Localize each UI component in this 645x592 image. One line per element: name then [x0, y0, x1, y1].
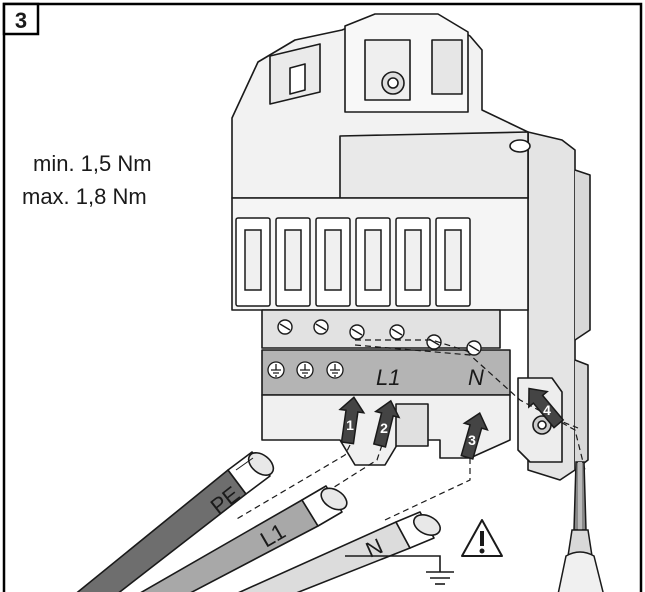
arrow-label-2: 2: [380, 420, 388, 436]
arrow-label-3: 3: [468, 432, 476, 448]
screwdriver-icon: [557, 461, 604, 592]
ground-icon: [345, 555, 454, 585]
strip-label-l1: L1: [376, 365, 400, 390]
cable-l1: [140, 485, 348, 592]
arrow-label-4: 4: [543, 402, 551, 418]
arrow-label-1: 1: [346, 417, 354, 433]
terminal-slots: [235, 217, 471, 307]
torque-min: min. 1,5 Nm: [33, 151, 152, 176]
ground-symbols: [267, 361, 344, 379]
cable-pe: [76, 451, 275, 592]
warning-icon: [461, 519, 503, 557]
arrow-step-3: [460, 411, 489, 460]
strip-label-n: N: [468, 365, 484, 390]
terminal-screws: [277, 319, 482, 356]
cables: [76, 451, 441, 592]
cable-n: [238, 511, 441, 592]
arrow-step-2: [372, 399, 401, 448]
arrow-step-1: [338, 396, 366, 445]
sequence-arrows: [338, 387, 565, 460]
step-number: 3: [15, 8, 27, 33]
torque-max: max. 1,8 Nm: [22, 184, 147, 209]
step-badge: 3: [2, 2, 40, 36]
arrow-step-4: [528, 387, 565, 429]
